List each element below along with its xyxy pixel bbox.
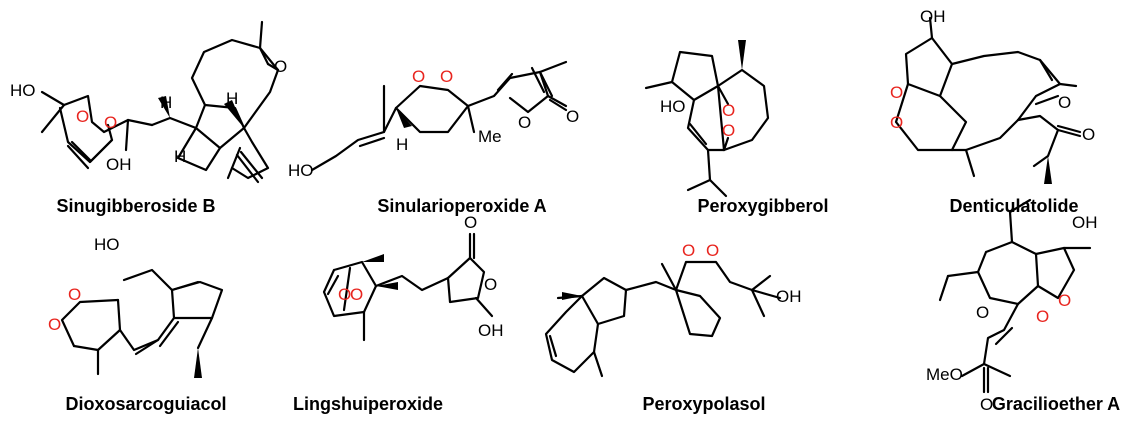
label-o-lactone: O — [1058, 93, 1071, 112]
label-h-1: H — [160, 93, 172, 112]
label-h-3: H — [174, 147, 186, 166]
label-oh: OH — [106, 155, 132, 174]
label-oh: OH — [776, 287, 802, 306]
label-o2: O — [48, 315, 61, 334]
label-me: Me — [478, 127, 502, 146]
label-o1: O — [1058, 291, 1071, 310]
label-o1: O — [68, 285, 81, 304]
label-o-furan: O — [976, 303, 989, 322]
label-o2: O — [1036, 307, 1049, 326]
compound-sinularioperoxide-a: O O HO H Me O O Sinularioperoxide A — [288, 60, 579, 216]
compound-name: Lingshuiperoxide — [293, 394, 443, 414]
compound-name: Sinugibberoside B — [56, 196, 215, 216]
compound-lingshuiperoxide: O O O O OH Lingshuiperoxide — [293, 213, 504, 414]
compound-name: Peroxygibberol — [697, 196, 828, 216]
structure-bonds — [40, 20, 280, 184]
structure-bonds — [938, 198, 1092, 394]
label-o-carbonyl: O — [980, 395, 993, 414]
label-ho: HO — [660, 97, 686, 116]
label-ho: HO — [10, 81, 36, 100]
label-ho: HO — [94, 235, 120, 254]
compound-peroxypolasol: O O OH Peroxypolasol — [544, 241, 802, 414]
structure-bonds — [894, 16, 1082, 184]
structure-bonds — [310, 60, 568, 172]
label-o2: O — [440, 67, 453, 86]
label-meo: MeO — [926, 365, 963, 384]
label-o1: O — [890, 83, 903, 102]
compound-dioxosarcoguiacol: HO O O Dioxosarcoguiacol — [48, 235, 227, 414]
label-o-carbonyl: O — [1082, 125, 1095, 144]
label-o1: O — [76, 107, 89, 126]
label-o2: O — [104, 113, 117, 132]
structure-bonds — [322, 232, 494, 342]
label-h: H — [396, 135, 408, 154]
structure-bonds — [644, 40, 770, 198]
structure-bonds — [544, 260, 782, 378]
label-o1: O — [722, 101, 735, 120]
label-oh: OH — [1072, 213, 1098, 232]
label-o1: O — [412, 67, 425, 86]
compound-peroxygibberol: HO O O Peroxygibberol — [644, 40, 829, 216]
label-o-epoxide: O — [274, 57, 287, 76]
compound-name: Sinularioperoxide A — [377, 196, 546, 216]
label-h-2: H — [226, 89, 238, 108]
label-o-carbonyl: O — [464, 213, 477, 232]
label-o-carbonyl: O — [566, 107, 579, 126]
label-o1: O — [338, 285, 351, 304]
label-o1: O — [682, 241, 695, 260]
label-o2: O — [350, 285, 363, 304]
compound-name: Denticulatolide — [949, 196, 1078, 216]
label-oh: OH — [478, 321, 504, 340]
label-o-ring: O — [518, 113, 531, 132]
label-o2: O — [706, 241, 719, 260]
label-o2: O — [722, 121, 735, 140]
compound-name: Gracilioether A — [992, 394, 1120, 414]
compound-name: Dioxosarcoguiacol — [65, 394, 226, 414]
label-oh: OH — [920, 7, 946, 26]
compound-denticulatolide: OH O O O O Denticulatolide — [890, 7, 1095, 216]
label-ho: HO — [288, 161, 314, 180]
label-o-ring: O — [484, 275, 497, 294]
compound-sinugibberoside-b: HO O O OH O H H H Sinugibberoside B — [10, 20, 287, 216]
structure-bonds — [60, 268, 224, 378]
compound-gracilioether-a: OH O O O MeO O Gracilioether A — [926, 198, 1120, 414]
compound-name: Peroxypolasol — [642, 394, 765, 414]
label-o2: O — [890, 113, 903, 132]
